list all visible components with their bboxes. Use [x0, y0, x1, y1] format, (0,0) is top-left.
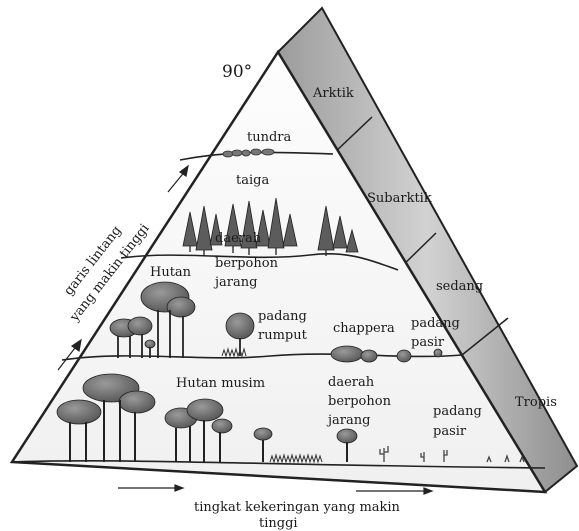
zone-label-arktik: Arktik: [312, 86, 354, 101]
apex-angle-label: 90°: [222, 62, 252, 82]
taiga-conifers: [182, 197, 359, 253]
biome-label-padang-rumput-2: rumput: [258, 328, 308, 343]
zone-label-tropis: Tropis: [515, 395, 557, 410]
biome-label-chappera: chappera: [333, 321, 395, 336]
zone-label-subarktik: Subarktik: [367, 191, 432, 206]
hutan-trees: [109, 281, 443, 363]
biome-label-padang-pasir-top-2: pasir: [411, 335, 445, 350]
pyramid-front-face: [9, 49, 548, 494]
biome-label-padang-pasir-bottom-2: pasir: [433, 424, 467, 439]
biome-label-jarang-bottom: jarang: [326, 413, 370, 428]
hutan-trunks: [117, 310, 241, 358]
axis-label-dryness-1: tingkat kekeringan yang makin: [194, 500, 401, 515]
biome-label-padang-pasir-top-1: padang: [411, 316, 460, 331]
biome-label-hutan-musim: Hutan musim: [176, 376, 265, 391]
biome-label-padang-rumput-1: padang: [258, 309, 307, 324]
biome-label-daerah-bottom: daerah: [328, 375, 375, 390]
taiga-trunks: [189, 246, 327, 256]
dryness-arrows: [118, 484, 434, 495]
grass-tufts-bottom: [269, 453, 323, 464]
biome-label-jarang-top: jarang: [213, 275, 257, 290]
hutan-musim-trees: [56, 373, 358, 444]
latitude-arrows: [57, 164, 189, 371]
biome-label-hutan: Hutan: [150, 265, 192, 280]
grass-tufts-mid: [221, 347, 247, 358]
biome-label-daerah-top: daerah: [215, 231, 262, 246]
terrain-line-taiga: [120, 253, 399, 271]
zone-label-sedang: sedang: [436, 279, 483, 294]
tundra-shrubs: [222, 148, 275, 158]
biome-label-berpohon-top: berpohon: [215, 256, 279, 271]
biome-label-berpohon-bottom: berpohon: [328, 394, 392, 409]
axis-label-dryness-2: tinggi: [259, 516, 298, 531]
side-divider-3: [461, 317, 509, 356]
biome-label-taiga: taiga: [236, 173, 269, 188]
biome-label-padang-pasir-bottom-1: padang: [433, 404, 482, 419]
biome-label-tundra: tundra: [247, 130, 292, 145]
hutan-musim-trunks: [69, 400, 348, 462]
side-divider-1: [332, 116, 373, 155]
terrain-line-ground: [11, 459, 546, 469]
desert-cacti: [379, 446, 525, 463]
